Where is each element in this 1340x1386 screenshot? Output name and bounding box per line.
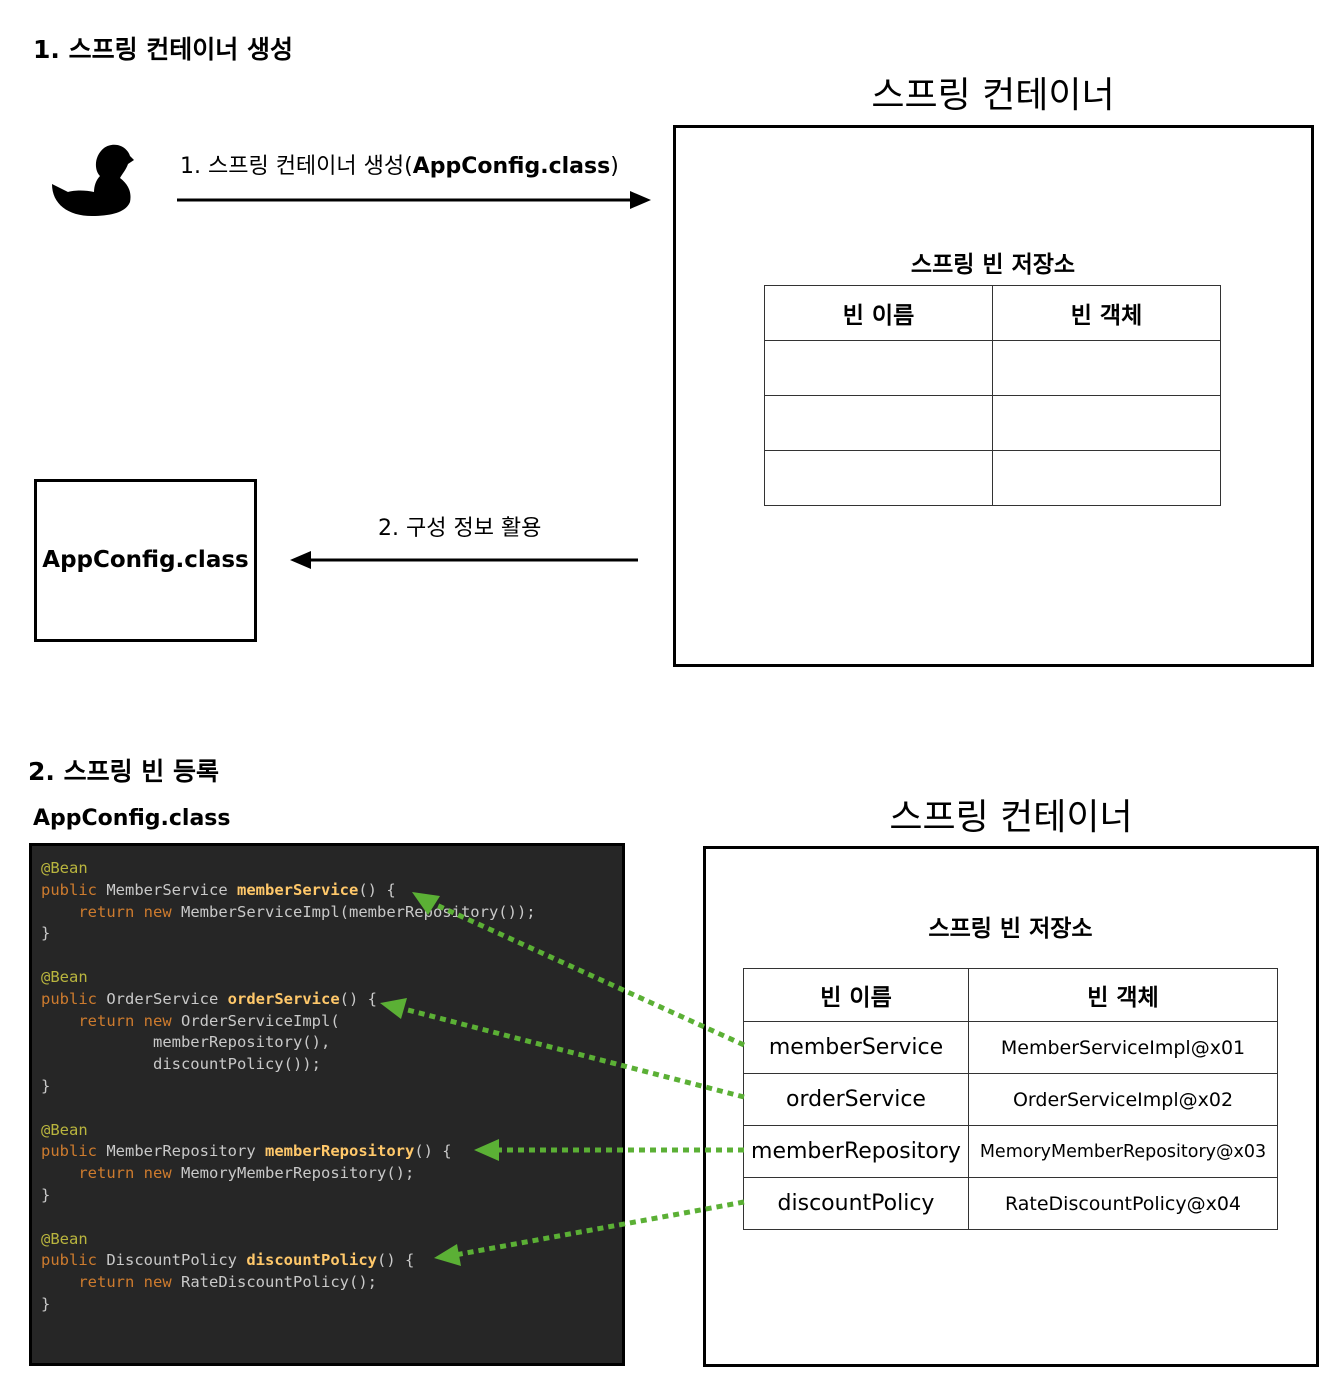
bean-name-cell: memberRepository bbox=[743, 1125, 969, 1178]
table-row: memberRepository MemoryMemberRepository@… bbox=[743, 1125, 1278, 1178]
empty-cell bbox=[764, 340, 993, 396]
empty-cell bbox=[992, 340, 1221, 396]
bean-repo-title-2: 스프링 빈 저장소 bbox=[928, 916, 1093, 942]
bean-object-cell: RateDiscountPolicy@x04 bbox=[968, 1177, 1278, 1230]
duck-icon bbox=[48, 140, 136, 220]
empty-cell bbox=[764, 450, 993, 506]
bean-object-cell: OrderServiceImpl@x02 bbox=[968, 1073, 1278, 1126]
bean-repo-title: 스프링 빈 저장소 bbox=[910, 252, 1076, 278]
table-row: memberService MemberServiceImpl@x01 bbox=[743, 1021, 1278, 1074]
bean-name-cell: orderService bbox=[743, 1073, 969, 1126]
arrow-use-config bbox=[290, 551, 638, 569]
empty-cell bbox=[992, 395, 1221, 451]
container-title: 스프링 컨테이너 bbox=[871, 75, 1115, 116]
appconfig-label: AppConfig.class bbox=[42, 547, 249, 573]
section2-title: 2. 스프링 빈 등록 bbox=[28, 757, 220, 786]
col-bean-object: 빈 객체 bbox=[968, 968, 1278, 1022]
bean-table-empty: 빈 이름 빈 객체 bbox=[764, 285, 1221, 506]
use-config-label: 2. 구성 정보 활용 bbox=[378, 516, 542, 541]
bean-name-cell: memberService bbox=[743, 1021, 969, 1074]
col-bean-object: 빈 객체 bbox=[992, 285, 1221, 341]
empty-cell bbox=[992, 450, 1221, 506]
create-container-label: 1. 스프링 컨테이너 생성(AppConfig.class) bbox=[180, 154, 619, 179]
bean-object-cell: MemoryMemberRepository@x03 bbox=[968, 1125, 1278, 1178]
col-bean-name: 빈 이름 bbox=[743, 968, 969, 1022]
code-panel: @Bean public MemberService memberService… bbox=[29, 843, 625, 1366]
empty-cell bbox=[764, 395, 993, 451]
table-row: orderService OrderServiceImpl@x02 bbox=[743, 1073, 1278, 1126]
appconfig-box bbox=[34, 479, 257, 642]
section1-title: 1. 스프링 컨테이너 생성 bbox=[33, 35, 294, 64]
table-row: discountPolicy RateDiscountPolicy@x04 bbox=[743, 1177, 1278, 1230]
bean-object-cell: MemberServiceImpl@x01 bbox=[968, 1021, 1278, 1074]
arrow-create-container bbox=[177, 191, 651, 209]
code-title: AppConfig.class bbox=[33, 806, 231, 831]
bean-table: 빈 이름 빈 객체 memberService MemberServiceImp… bbox=[743, 968, 1278, 1230]
container-title-2: 스프링 컨테이너 bbox=[889, 797, 1133, 838]
col-bean-name: 빈 이름 bbox=[764, 285, 993, 341]
bean-name-cell: discountPolicy bbox=[743, 1177, 969, 1230]
